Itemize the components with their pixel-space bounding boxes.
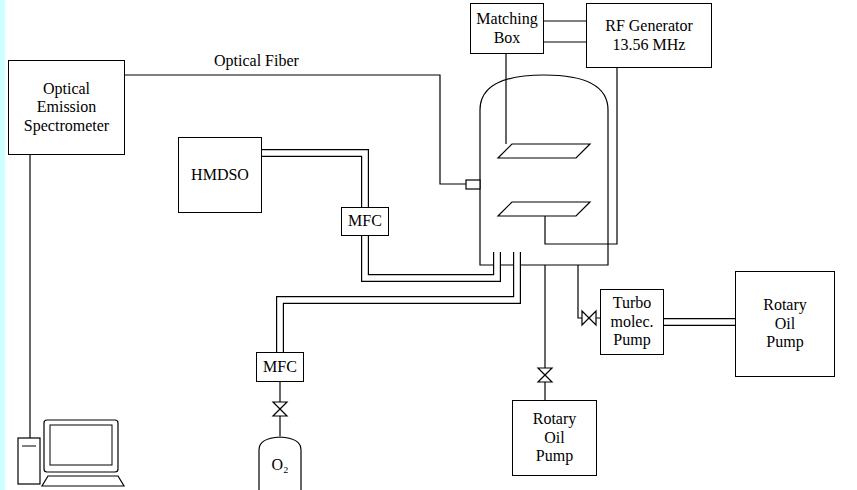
cylinder-body — [259, 437, 301, 490]
rotary-pump-box: Rotary Oil Pump — [735, 271, 835, 377]
data-cable — [29, 155, 30, 438]
double-pipe — [262, 153, 365, 207]
line-label: Optical Fiber — [212, 52, 301, 70]
rf-feed-line — [505, 54, 506, 144]
connector-stroke — [262, 153, 365, 207]
rotary-pump-box: Rotary Oil Pump — [512, 400, 597, 476]
spectrometer-box: Optical Emission Spectrometer — [8, 60, 125, 155]
keyboard — [42, 476, 124, 486]
node-text: Rotary Oil Pump — [757, 296, 813, 351]
edge-stripe — [0, 0, 5, 490]
rf-generator-box: RF Generator 13.56 MHz — [586, 3, 712, 68]
connector-inner — [664, 319, 735, 325]
node-text: RF Generator 13.56 MHz — [595, 17, 703, 54]
hmdso-pipe-inner — [365, 236, 497, 278]
double-pipe — [664, 322, 735, 323]
valve-symbol — [538, 368, 552, 382]
node-text: Rotary Oil Pump — [525, 410, 585, 465]
optical-fiber-line — [125, 75, 466, 184]
lower-electrode — [498, 202, 590, 216]
ground-line — [543, 42, 617, 244]
node-text: Turbo molec. Pump — [604, 294, 660, 349]
node-text: Optical Emission Spectrometer — [13, 80, 121, 135]
matching-box: Matching Box — [470, 3, 544, 54]
connector-stroke — [544, 20, 586, 21]
gas-cylinder: O₂ — [258, 436, 302, 490]
node-text: HMDSO — [182, 166, 258, 184]
drive-slot — [22, 446, 36, 447]
precursor-box: HMDSO — [178, 137, 262, 213]
node-text: Matching Box — [474, 10, 540, 47]
flow-controller-box: MFC — [341, 207, 389, 236]
connector-stroke — [664, 318, 735, 326]
vacuum-chamber — [480, 75, 608, 265]
hmdso-pipe — [365, 236, 497, 278]
node-text: MFC — [260, 358, 300, 376]
connector-line — [544, 21, 586, 22]
valve-symbol — [582, 311, 596, 325]
high-vacuum-line — [578, 265, 600, 318]
flow-controller-box: MFC — [256, 352, 304, 382]
upper-electrode — [498, 144, 590, 158]
optical-port — [466, 180, 480, 189]
node-text: O₂ — [262, 456, 298, 474]
oxygen-pipe-inner — [280, 252, 517, 352]
node-text: MFC — [345, 212, 385, 230]
turbo-pump-box: Turbo molec. Pump — [600, 289, 664, 355]
computer-monitor — [44, 420, 118, 472]
valve-symbol — [273, 402, 287, 416]
monitor-screen — [50, 425, 112, 465]
computer-tower — [18, 438, 40, 484]
gas-pipes — [280, 236, 517, 352]
oxygen-pipe — [280, 252, 517, 352]
connector-inner — [262, 153, 365, 207]
